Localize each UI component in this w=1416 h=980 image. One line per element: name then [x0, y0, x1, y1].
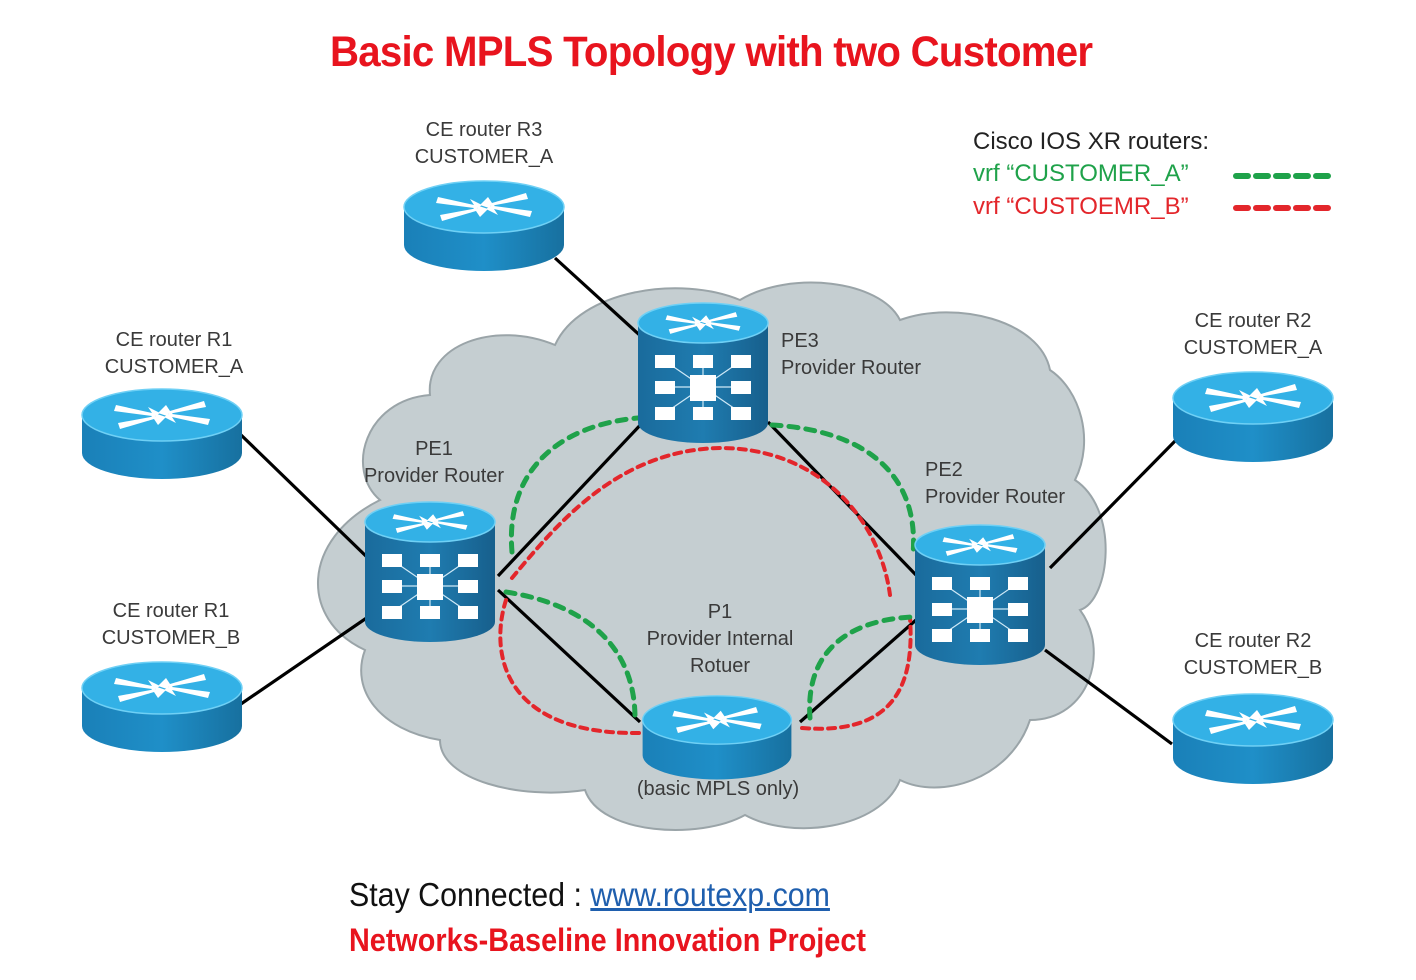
link-r2a-pe2 — [1048, 436, 1180, 570]
label-ce-r2-a-name: CE router R2 — [1194, 310, 1312, 332]
link-pe1-p1 — [496, 588, 642, 724]
label-pe3: PE3 Provider Router — [781, 328, 921, 382]
pe2-router[interactable] — [915, 525, 1045, 665]
label-p1-note: (basic MPLS only) — [636, 778, 800, 800]
legend-item-customer-a: vrf “CUSTOMER_A” — [973, 160, 1189, 187]
vrf-customer-b-paths — [498, 445, 913, 736]
vrf-a-pe3-pe2 — [769, 422, 917, 558]
label-pe3-name: PE3 — [781, 330, 819, 352]
pe3-router[interactable] — [638, 303, 768, 443]
label-ce-r1-a-customer: CUSTOMER_A — [104, 356, 244, 378]
footer-stay-connected: Stay Connected : www.routexp.com — [349, 876, 830, 914]
label-ce-r2-b-customer: CUSTOMER_B — [1183, 657, 1323, 679]
label-pe2-role: Provider Router — [925, 486, 1066, 508]
link-p1-pe2 — [798, 618, 918, 724]
diagram-title: Basic MPLS Topology with two Customer — [330, 28, 1093, 76]
label-ce-r2-b: CE router R2 CUSTOMER_B — [1153, 628, 1353, 682]
label-ce-r2-b-name: CE router R2 — [1194, 630, 1312, 652]
ce-router-r1-customer-a[interactable] — [82, 389, 242, 479]
label-ce-r3: CE router R3 CUSTOMER_A — [384, 117, 584, 171]
label-ce-r1-a: CE router R1 CUSTOMER_A — [74, 327, 274, 381]
label-pe2: PE2 Provider Router — [925, 457, 1065, 511]
label-pe2-name: PE2 — [925, 459, 963, 481]
label-ce-r2-a: CE router R2 CUSTOMER_A — [1153, 308, 1353, 362]
label-p1-role: Provider Internal — [646, 628, 794, 650]
label-ce-r3-customer: CUSTOMER_A — [414, 146, 554, 168]
label-ce-r3-name: CE router R3 — [425, 119, 543, 141]
label-ce-r1-b-customer: CUSTOMER_B — [101, 627, 241, 649]
label-p1: P1 Provider Internal Rotuer — [620, 599, 820, 680]
ce-router-r2-customer-b[interactable] — [1173, 694, 1333, 784]
label-p1-name: P1 — [707, 601, 733, 623]
p1-router[interactable] — [643, 696, 792, 780]
label-ce-r1-b-name: CE router R1 — [112, 600, 230, 622]
link-r1b-pe1 — [237, 615, 369, 708]
link-r1a-pe1 — [238, 432, 372, 562]
vrf-customer-a-paths — [503, 415, 917, 721]
vrf-b-p1-pe2 — [800, 616, 913, 731]
footer-project-name: Networks-Baseline Innovation Project — [349, 922, 866, 958]
legend-heading: Cisco IOS XR routers: — [973, 128, 1210, 155]
pe1-router[interactable] — [365, 502, 495, 642]
label-ce-r2-a-customer: CUSTOMER_A — [1183, 337, 1323, 359]
footer-website-link[interactable]: www.routexp.com — [590, 876, 830, 913]
link-r3-pe3 — [553, 256, 647, 342]
vrf-b-pe1-pe2-top — [510, 445, 892, 597]
label-pe1-role: Provider Router — [363, 465, 505, 487]
label-pe1: PE1 Provider Router — [334, 436, 534, 490]
footer-stay-label: Stay Connected : — [349, 876, 591, 913]
vrf-a-p1-pe2 — [807, 614, 915, 721]
vrf-a-pe1-pe3 — [508, 415, 641, 555]
physical-links — [237, 256, 1180, 746]
label-pe1-name: PE1 — [415, 438, 453, 460]
ce-router-r2-customer-a[interactable] — [1173, 372, 1333, 462]
mpls-cloud — [317, 281, 1107, 831]
label-p1-role-cont: Rotuer — [689, 655, 751, 677]
ce-router-r1-customer-b[interactable] — [82, 662, 242, 752]
ce-router-r3-customer-a[interactable] — [404, 181, 564, 271]
link-pe1-pe3 — [496, 418, 647, 578]
vrf-a-pe1-p1 — [503, 589, 638, 721]
vrf-b-pe1-p1 — [498, 598, 642, 736]
label-pe3-role: Provider Router — [781, 357, 922, 379]
legend-item-customer-b: vrf “CUSTOEMR_B” — [973, 193, 1189, 220]
link-r2b-pe2 — [1044, 648, 1173, 746]
label-ce-r1-a-name: CE router R1 — [115, 329, 233, 351]
label-ce-r1-b: CE router R1 CUSTOMER_B — [71, 598, 271, 652]
